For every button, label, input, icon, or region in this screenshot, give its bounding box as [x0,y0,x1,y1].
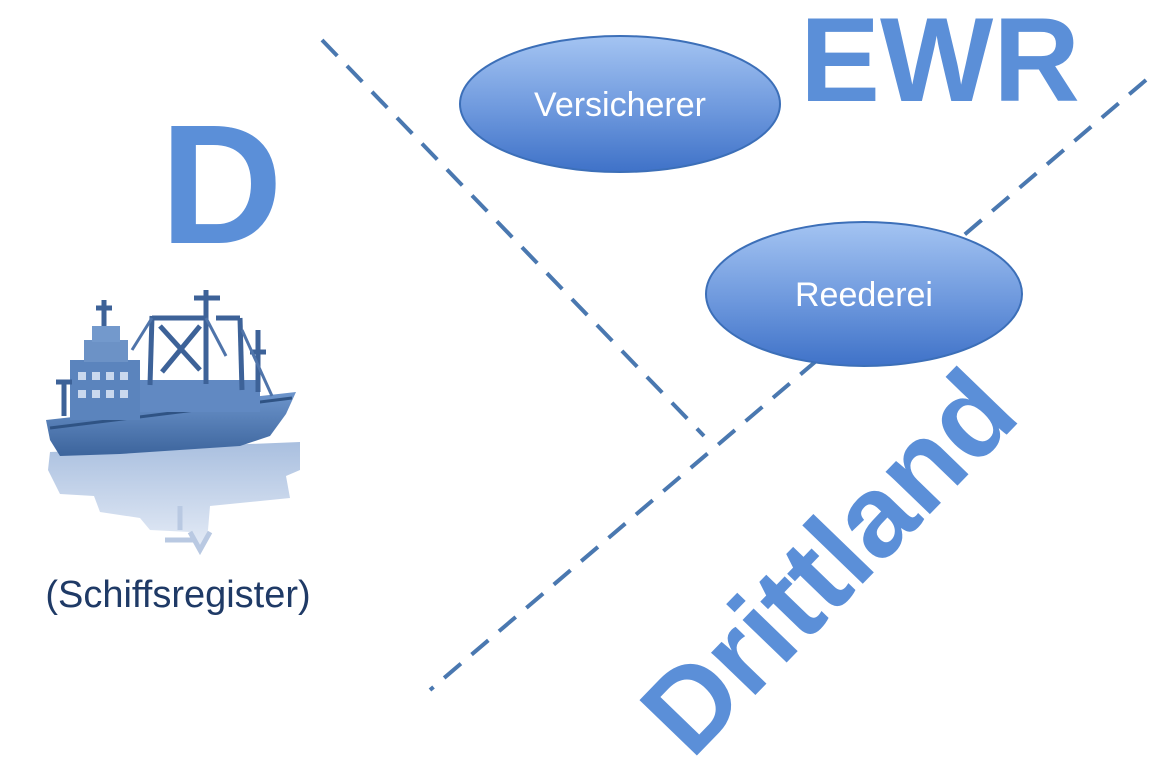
node-shipowner-shape [705,221,1023,367]
node-insurer-shape [459,35,781,173]
region-label-eea: EWR [800,0,1080,127]
ship-register-caption: (Schiffsregister) [45,574,311,616]
node-insurer-label: Versicherer [534,86,706,124]
cargo-ship-icon [46,290,300,556]
node-shipowner: Reederei [705,221,1023,367]
divider-line-domestic-eea [320,38,706,438]
diagram-svg: Versicherer Reederei [46,35,1148,692]
node-shipowner-label: Reederei [795,276,933,314]
node-insurer: Versicherer [459,35,781,173]
region-label-domestic: D [160,90,283,280]
divider-line-eea-third-country [428,78,1148,692]
diagram-canvas: Versicherer Reederei [45,0,1148,778]
